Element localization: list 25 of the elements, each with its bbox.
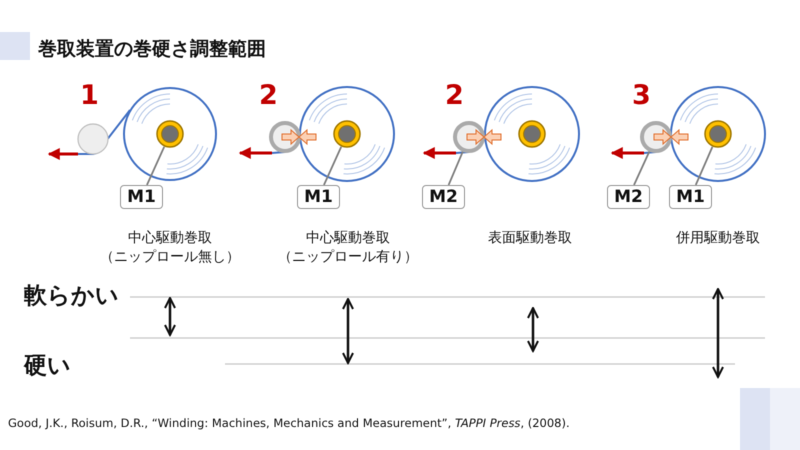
- roll-core: [702, 118, 734, 150]
- scale-label: 軟らかい: [24, 282, 119, 311]
- roll-core: [331, 118, 363, 150]
- step-number: 2: [445, 80, 464, 111]
- roll-core: [154, 118, 186, 150]
- step-number: 3: [632, 80, 651, 111]
- citation: Good, J.K., Roisum, D.R., “Winding: Machines, Mechanics and Measurement”, TAPPI Press, (2008).: [8, 416, 570, 430]
- leader-line: [633, 150, 651, 186]
- method-caption: 中心駆動巻取（ニップロール有り）: [277, 229, 419, 267]
- motor-label: M1: [297, 185, 340, 209]
- guide-roll: [76, 122, 110, 156]
- motor-label: M2: [607, 185, 650, 209]
- leader-line: [694, 146, 714, 186]
- method-caption: 表面駆動巻取: [487, 229, 573, 248]
- motor-label: M1: [669, 185, 712, 209]
- leader-line: [448, 150, 464, 186]
- roll-core: [516, 118, 548, 150]
- step-number: 2: [259, 80, 278, 111]
- title: 巻取装置の巻硬さ調整範囲: [38, 37, 266, 62]
- step-number: 1: [80, 80, 99, 111]
- method-caption: 中心駆動巻取（ニップロール無し）: [99, 229, 241, 267]
- motor-label: M1: [120, 185, 163, 209]
- motor-label: M2: [422, 185, 465, 209]
- scale-label: 硬い: [24, 352, 71, 381]
- method-caption: 併用駆動巻取: [675, 229, 761, 248]
